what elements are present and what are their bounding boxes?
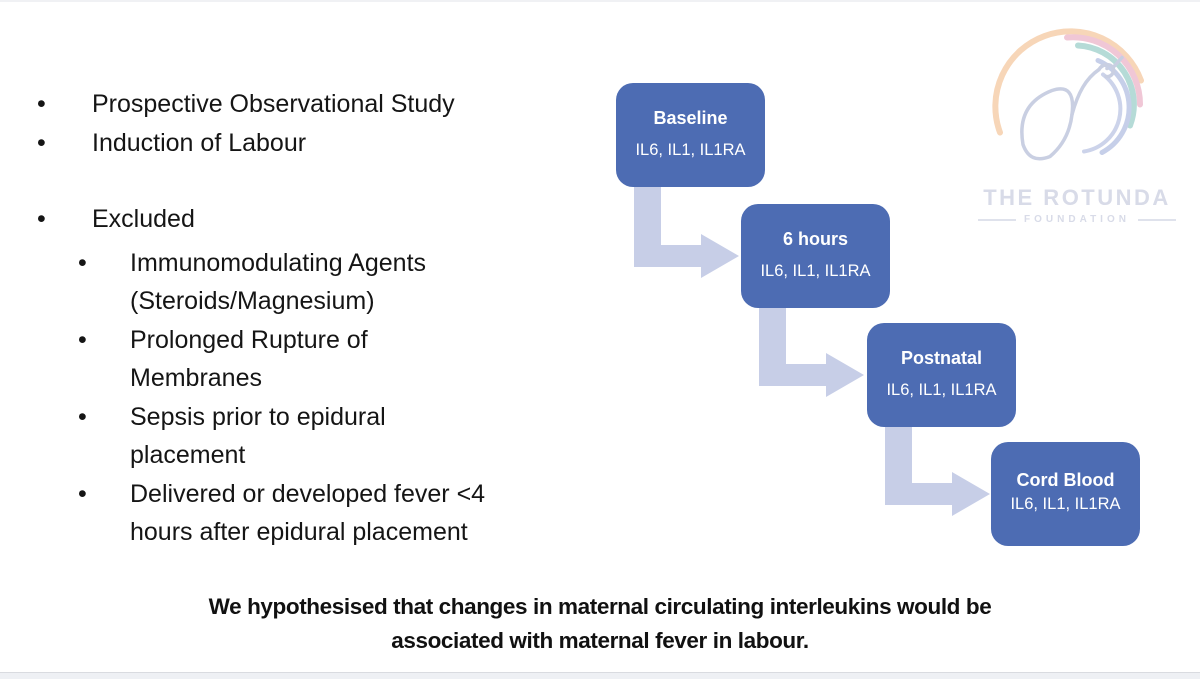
excluded-sub-item: Delivered or developed fever <4 hours af… xyxy=(29,475,549,552)
flow-step-subtitle: IL6, IL1, IL1RA xyxy=(886,381,997,399)
logo-arc-teal xyxy=(1075,42,1137,129)
flow-step-subtitle: IL6, IL1, IL1RA xyxy=(1010,495,1121,513)
stork-icon xyxy=(1020,55,1124,161)
logo-arc-periwinkle-inner xyxy=(1082,72,1123,154)
logo-subtitle: FOUNDATION xyxy=(1024,214,1130,225)
logo-arc-pink xyxy=(1064,34,1144,108)
flow-step-postnatal: Postnatal IL6, IL1, IL1RA xyxy=(867,323,1016,427)
logo-arc-orange xyxy=(992,28,1144,136)
excluded-sub-item: Prolonged Rupture of Membranes xyxy=(29,321,549,398)
bullet-item: Induction of Labour xyxy=(29,124,569,163)
excluded-sub-item: Sepsis prior to epidural placement xyxy=(29,398,549,475)
flow-step-title: Postnatal xyxy=(900,348,983,368)
flow-step-cord-blood: Cord Blood IL6, IL1, IL1RA xyxy=(991,442,1140,546)
logo-subtitle-row: FOUNDATION xyxy=(963,214,1191,225)
flow-arrow-icon xyxy=(759,308,864,397)
logo-arc-periwinkle xyxy=(1095,58,1132,155)
logo-title: THE ROTUNDA xyxy=(983,185,1171,210)
excluded-sub-item: Immunomodulating Agents (Steroids/Magnes… xyxy=(29,244,549,321)
slide-bottom-edge xyxy=(0,672,1200,679)
bullet-item-excluded: Excluded xyxy=(29,200,569,239)
flow-step-subtitle: IL6, IL1, IL1RA xyxy=(760,262,871,280)
logo-rule-left xyxy=(978,218,1017,221)
bullet-list-level2: Immunomodulating Agents (Steroids/Magnes… xyxy=(29,244,569,552)
rotunda-foundation-logo: THE ROTUNDA FOUNDATION xyxy=(963,18,1191,233)
bullet-item: Prospective Observational Study xyxy=(29,85,569,124)
stork-eye xyxy=(1105,66,1109,71)
flow-step-title: Cord Blood xyxy=(1016,470,1115,490)
rotunda-logo-icon xyxy=(992,28,1144,161)
study-bullet-list: Prospective Observational Study Inductio… xyxy=(29,85,569,552)
flow-arrow-icon xyxy=(885,427,990,516)
bullet-list-level1: Prospective Observational Study Inductio… xyxy=(29,85,569,239)
flow-step-title: Baseline xyxy=(653,108,728,128)
flow-step-subtitle: IL6, IL1, IL1RA xyxy=(635,141,746,159)
hypothesis-text: We hypothesised that changes in maternal… xyxy=(208,594,992,653)
flow-step-baseline: Baseline IL6, IL1, IL1RA xyxy=(616,83,765,187)
flow-step-title: 6 hours xyxy=(782,229,848,249)
flow-step-6-hours: 6 hours IL6, IL1, IL1RA xyxy=(741,204,890,308)
flow-arrow-icon xyxy=(634,187,739,278)
slide-top-edge xyxy=(0,0,1200,2)
logo-rule-right xyxy=(1137,218,1176,221)
